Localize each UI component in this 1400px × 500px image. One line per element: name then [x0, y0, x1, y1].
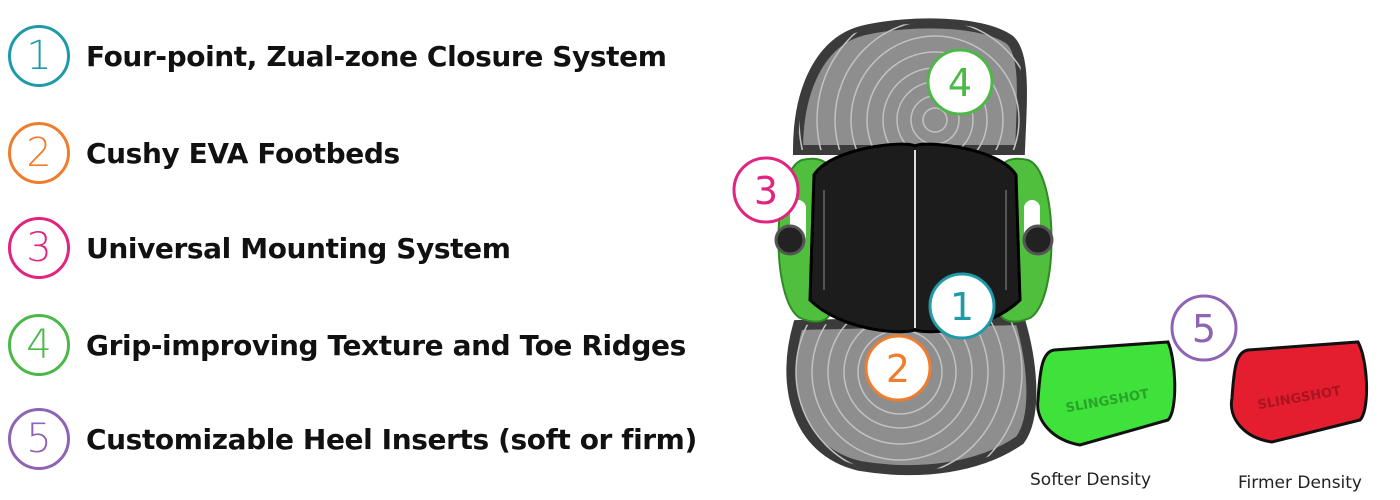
feature-number-badge: 1	[8, 25, 70, 87]
feature-label: Cushy EVA Footbeds	[86, 136, 400, 170]
right-mounting-knob	[1022, 224, 1054, 256]
marker-4: 4	[926, 48, 994, 116]
feature-number-badge: 4	[8, 314, 70, 376]
firm-heel-insert: SLINGSHOT	[1229, 340, 1368, 444]
svg-text:5: 5	[1192, 307, 1216, 351]
feature-item-footbeds: 2 Cushy EVA Footbeds	[8, 117, 400, 189]
footpad-illustration: 4 3 1 2 5 SLINGSHOT SLINGSHOT	[732, 18, 1368, 476]
svg-text:3: 3	[754, 169, 778, 213]
feature-label: Universal Mounting System	[86, 231, 511, 265]
left-mounting-knob	[774, 224, 806, 256]
soft-insert-caption: Softer Density	[1030, 470, 1152, 490]
feature-number-badge: 5	[8, 408, 70, 470]
feature-number-badge: 3	[8, 217, 70, 279]
feature-item-heel-inserts: 5 Customizable Heel Inserts (soft or fir…	[8, 403, 697, 475]
marker-2: 2	[864, 334, 932, 402]
feature-label: Grip-improving Texture and Toe Ridges	[86, 328, 686, 362]
svg-text:4: 4	[948, 61, 972, 105]
marker-5: 5	[1170, 294, 1238, 362]
marker-1: 1	[928, 272, 996, 340]
feature-label: Four-point, Zual-zone Closure System	[86, 39, 667, 73]
feature-item-mounting-system: 3 Universal Mounting System	[8, 212, 511, 284]
feature-list: 1 Four-point, Zual-zone Closure System 2…	[8, 20, 697, 475]
feature-number-badge: 2	[8, 122, 70, 184]
soft-heel-insert: SLINGSHOT	[1036, 340, 1177, 447]
feature-item-closure-system: 1 Four-point, Zual-zone Closure System	[8, 20, 667, 92]
firm-insert-caption: Firmer Density	[1238, 473, 1362, 493]
svg-text:1: 1	[950, 285, 974, 329]
feature-item-grip-texture: 4 Grip-improving Texture and Toe Ridges	[8, 309, 686, 381]
svg-text:2: 2	[886, 347, 910, 391]
feature-label: Customizable Heel Inserts (soft or firm)	[86, 422, 697, 456]
marker-3: 3	[732, 156, 800, 224]
